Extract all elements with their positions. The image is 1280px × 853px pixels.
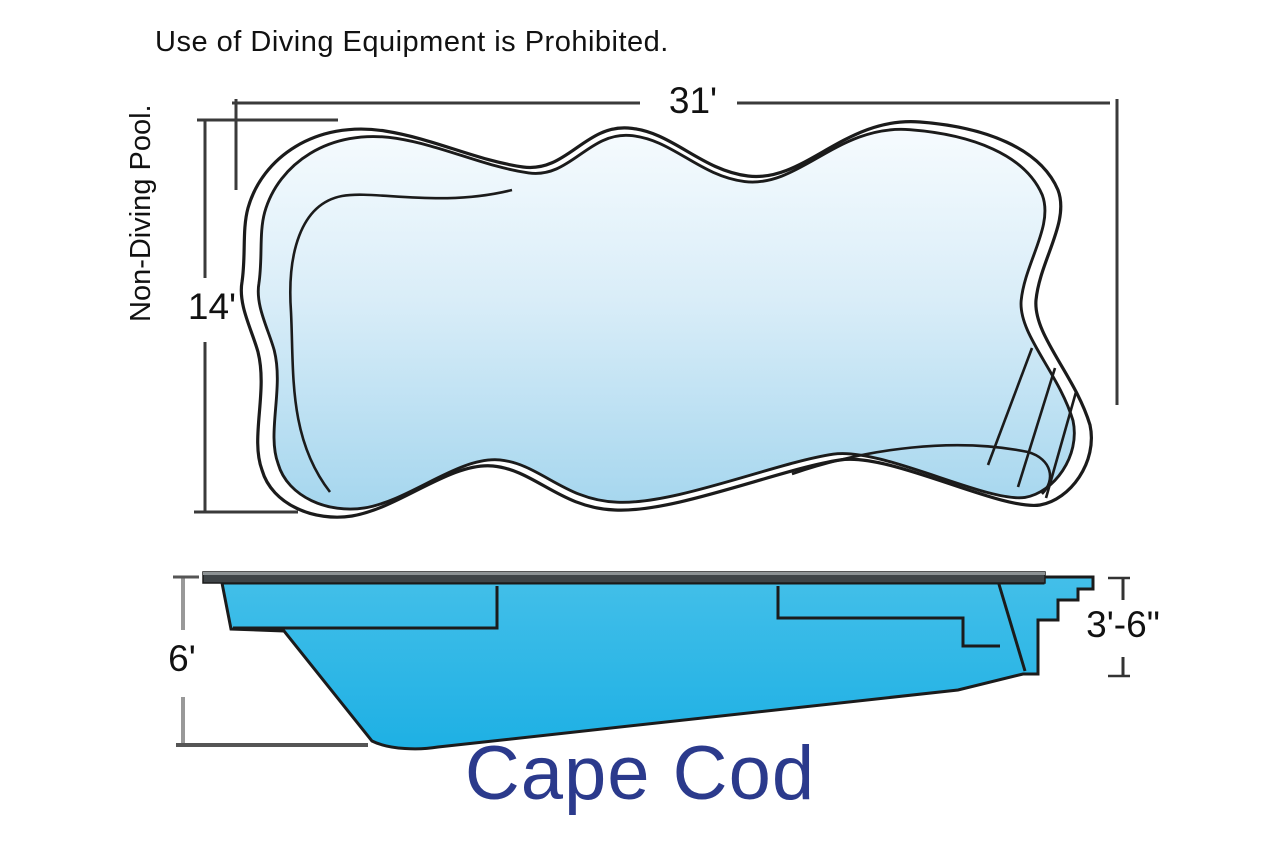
pool-top-view [239,120,1093,519]
top-view-corner-step-line [1016,367,1057,488]
non-diving-pool-label: Non-Diving Pool. [125,104,157,322]
deep-end-depth-label: 6' [168,638,196,679]
length-dimension-label: 31' [668,80,718,121]
side-view-coping-highlight [203,572,1045,575]
width-dimension-label: 14' [187,286,237,327]
side-view-water-body [220,575,1095,751]
top-view-left-bench-line [289,188,513,493]
pool-side-view [202,571,1095,751]
side-view-right-bench-line [776,586,1000,648]
top-view-right-bench-line [791,443,1052,495]
shallow-end-depth-label: 3'-6" [1086,604,1160,645]
pool-model-title: Cape Cod [464,731,816,816]
side-view-step-wall-line [996,580,1027,672]
top-view-corner-step-line [986,347,1034,466]
side-view-dimension-lines [173,575,1130,747]
top-view-corner-step-line [1044,391,1078,499]
diving-warning-text: Use of Diving Equipment is Prohibited. [155,26,669,58]
top-view-dimension-lines [194,99,1119,514]
side-view-left-bench-line [233,586,499,630]
